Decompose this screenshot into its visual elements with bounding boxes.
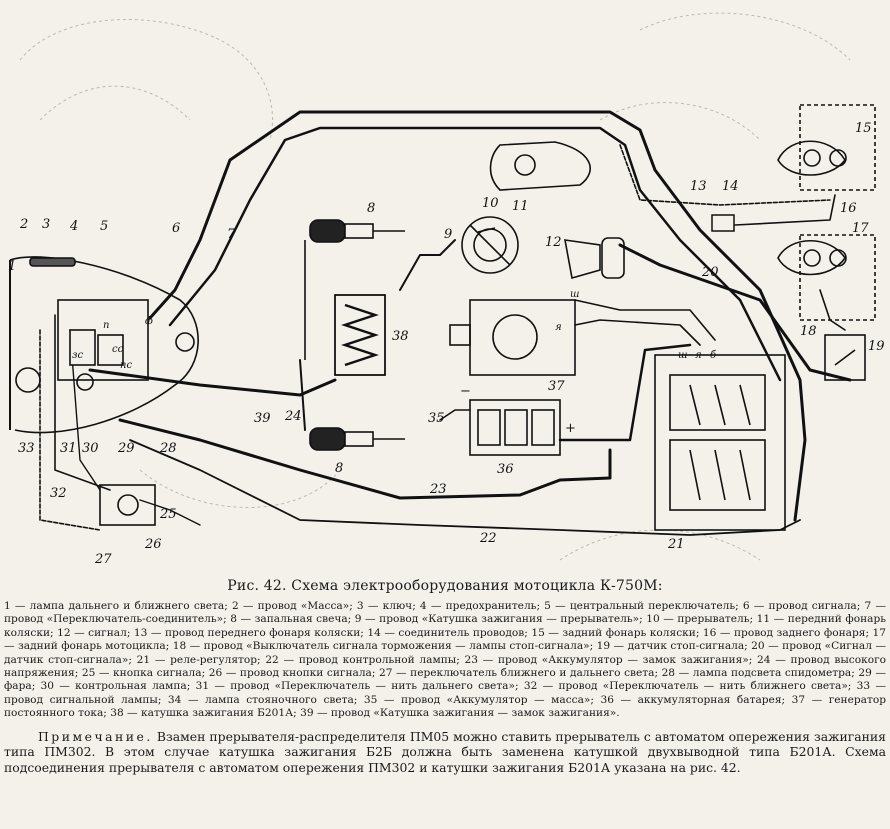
connector-14 (711, 214, 735, 232)
label-7: 7 (227, 227, 236, 242)
wire-18 (819, 289, 846, 331)
label-p: п (103, 320, 109, 331)
label-27: 27 (94, 552, 112, 567)
caption-block: Рис. 42. Схема электрооборудования мотоц… (4, 578, 886, 775)
battery-36 (469, 399, 561, 456)
label-sh-generator: ш (570, 289, 579, 300)
note-prefix: Примечание. (38, 728, 153, 744)
label-18: 18 (800, 324, 817, 339)
sidecar-front-light-11 (489, 141, 591, 191)
label-24: 24 (284, 409, 302, 424)
label-29: 29 (117, 441, 135, 456)
horn-12 (564, 237, 625, 280)
wire-20 (618, 243, 852, 382)
wire-24 (299, 359, 306, 431)
speedometer-lamp-28 (175, 332, 195, 352)
rear-light-17 (777, 234, 876, 321)
ignition-coil-38 (334, 294, 386, 376)
label-2: 2 (19, 217, 28, 232)
wire-39 (88, 368, 337, 397)
lamp-1 (15, 367, 41, 393)
label-35: 35 (428, 411, 445, 426)
wire-generator (574, 299, 716, 341)
label-20: 20 (701, 265, 719, 280)
wire-16 (734, 194, 836, 226)
label-15: 15 (855, 121, 872, 136)
label-4: 4 (69, 219, 78, 234)
figure-legend: 1 — лампа дальнего и ближнего света; 2 —… (4, 600, 886, 720)
wires (39, 110, 852, 536)
breaker-10 (461, 216, 519, 274)
wiring-diagram: 2 3 4 5 6 7 8 8 9 10 11 12 13 14 15 16 1… (8, 12, 885, 567)
label-8-bottom: 8 (335, 461, 343, 476)
regulator-21 (654, 354, 786, 531)
label-ss: сс (112, 344, 124, 355)
brake-sensor-19 (824, 334, 866, 381)
label-9: 9 (444, 227, 452, 242)
label-11: 11 (512, 199, 529, 214)
figure-note: Примечание. Взамен прерывателя-распредел… (4, 729, 886, 776)
label-38: 38 (392, 329, 409, 344)
wire-22 (129, 439, 801, 536)
label-8-top: 8 (367, 201, 375, 216)
control-lamp-30 (76, 373, 94, 391)
label-26: 26 (144, 537, 162, 552)
wire-35 (439, 409, 471, 421)
wire-harness (54, 314, 111, 491)
label-39: 39 (254, 411, 271, 426)
headlight-29 (9, 256, 199, 434)
label-5: 5 (100, 219, 108, 234)
label-b-regulator: б (710, 350, 717, 361)
label-21: 21 (667, 537, 685, 552)
background-sketch (19, 12, 851, 561)
label-14: 14 (722, 179, 739, 194)
label-16: 16 (840, 201, 857, 216)
label-17: 17 (852, 221, 869, 236)
label-25: 25 (159, 507, 177, 522)
spark-plug-top (304, 219, 405, 360)
label-13: 13 (690, 179, 707, 194)
label-ya-regulator: я (695, 350, 702, 361)
wire-generator-2 (574, 319, 701, 346)
label-32: 32 (50, 486, 67, 501)
label-36: 36 (497, 462, 514, 477)
label-1: 1 (8, 259, 16, 274)
sidecar-rear-light-15 (777, 104, 876, 191)
generator-37 (449, 299, 576, 376)
label-zs: зс (72, 350, 83, 361)
wire-23 (118, 418, 612, 500)
label-10: 10 (482, 196, 499, 211)
wire-7 (168, 126, 782, 382)
wire-battery (558, 343, 692, 442)
label-19: 19 (868, 339, 885, 354)
label-minus: − (460, 384, 471, 399)
wire-31 (69, 329, 101, 491)
label-f: ф (145, 316, 153, 327)
label-28: 28 (159, 441, 177, 456)
label-12: 12 (545, 235, 562, 250)
wire-26 (139, 499, 201, 526)
label-33: 33 (18, 441, 35, 456)
wire-6 (148, 110, 807, 522)
label-plus: + (565, 421, 576, 436)
wire-32 (39, 329, 101, 531)
label-ya-generator: я (555, 322, 562, 333)
label-22: 22 (479, 531, 497, 546)
fuse-2 (29, 257, 76, 267)
label-6: 6 (172, 221, 180, 236)
label-23: 23 (429, 482, 447, 497)
wire-9 (399, 239, 456, 291)
label-sh-regulator: ш (678, 350, 687, 361)
label-3: 3 (42, 217, 50, 232)
label-31: 31 (60, 441, 77, 456)
figure-caption: Рис. 42. Схема электрооборудования мотоц… (227, 578, 663, 594)
label-ps: пс (120, 360, 132, 371)
spark-plug-bottom (309, 427, 405, 451)
label-37: 37 (548, 379, 565, 394)
wire-13 (619, 144, 831, 206)
horn-button-25 (99, 484, 156, 526)
label-30: 30 (82, 441, 99, 456)
note-text: Взамен прерывателя-распределителя ПМ05 м… (4, 728, 886, 775)
component-labels: 2 3 4 5 6 7 8 8 9 10 11 12 13 14 15 16 1… (8, 121, 885, 567)
